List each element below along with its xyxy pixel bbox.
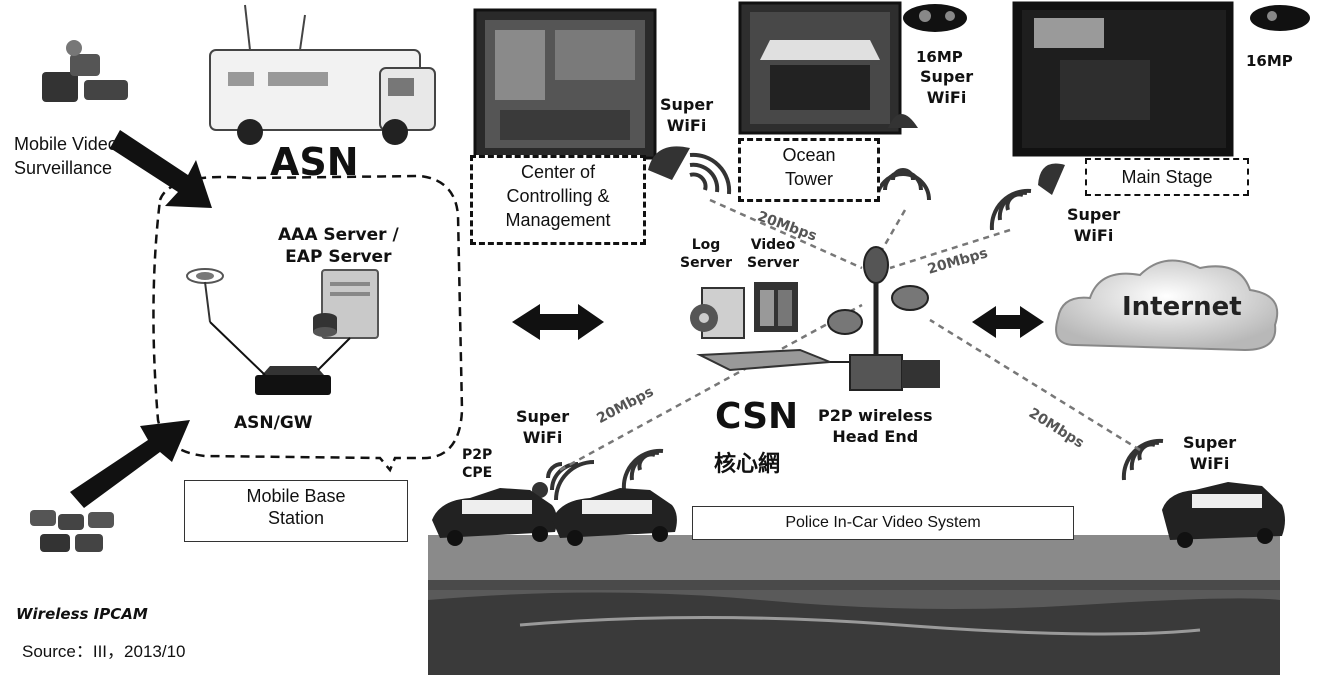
- csn-title-cn: 核心網: [714, 452, 781, 477]
- wifi-dome-icon-6: [621, 448, 664, 491]
- video-server-label: Video Server: [747, 237, 800, 271]
- ipcam-icon: [30, 510, 114, 552]
- aaa-server-icon: [313, 269, 379, 339]
- video-server-icon: [754, 282, 798, 332]
- asn-title: ASN: [270, 140, 359, 184]
- log-server-icon: [690, 287, 745, 339]
- police-car-3: [1162, 482, 1285, 548]
- asn-link-server: [317, 337, 351, 371]
- camera-16mp-icon-2: [1250, 5, 1310, 31]
- control-center-label: Center of Controlling & Management: [470, 155, 646, 245]
- control-center-photo: [473, 8, 657, 160]
- landscape-photo: [428, 535, 1280, 675]
- base-antenna-icon: [186, 268, 224, 323]
- csn-title: CSN: [715, 396, 799, 437]
- wifi-dome-icon-3: [989, 163, 1065, 231]
- police-system-label: Police In-Car Video System: [692, 506, 1074, 540]
- police-car-2: [552, 488, 677, 546]
- double-arrow-right: [972, 306, 1044, 338]
- super-wifi-label-4: Super WiFi: [1183, 433, 1237, 473]
- wifi-dome-icon-1: [648, 146, 732, 195]
- wifi-dome-icon-5: [532, 460, 595, 501]
- main-stage-photo: [1012, 1, 1234, 157]
- camera-16mp-label-2: 16MP: [1246, 52, 1293, 70]
- asn-gw-label: ASN/GW: [234, 413, 313, 433]
- main-stage-label: Main Stage: [1085, 158, 1249, 196]
- super-wifi-label-2: Super WiFi: [920, 67, 974, 107]
- internet-cloud: [1055, 259, 1279, 352]
- head-end-label: P2P wireless Head End: [818, 406, 933, 446]
- wireless-links: [559, 198, 1141, 472]
- asn-boundary: [152, 174, 464, 473]
- camera-16mp-icon-1: [903, 4, 967, 32]
- asn-gw-icon: [255, 366, 331, 395]
- double-arrow-left: [512, 304, 604, 340]
- head-end-icon: [827, 246, 940, 391]
- asn-link-antenna: [209, 321, 266, 376]
- van-photo: [209, 4, 436, 145]
- arrow-to-asn: [110, 130, 212, 208]
- p2p-cpe-label: P2P CPE: [462, 447, 493, 481]
- wifi-dome-icon-4: [1121, 438, 1164, 481]
- ipcam-label: Wireless IPCAM: [16, 605, 148, 623]
- super-wifi-label-3: Super WiFi: [1067, 205, 1121, 245]
- arrow-from-ipcam: [70, 420, 190, 508]
- internet-label: Internet: [1122, 292, 1242, 322]
- camera-16mp-label-1: 16MP: [916, 48, 963, 66]
- ocean-tower-label: Ocean Tower: [738, 138, 880, 202]
- mobile-video-icon: [42, 40, 128, 102]
- mobile-video-label: Mobile Video Surveillance: [14, 134, 118, 178]
- base-station-label: Mobile Base Station: [184, 480, 408, 542]
- super-wifi-label-5: Super WiFi: [516, 407, 570, 447]
- log-server-label: Log Server: [680, 237, 733, 271]
- aaa-server-label: AAA Server / EAP Server: [278, 225, 399, 267]
- police-car-1: [432, 488, 557, 546]
- source-label: Source：III，2013/10: [22, 642, 186, 661]
- switch-icon: [696, 348, 850, 372]
- ocean-tower-photo: [738, 1, 902, 135]
- super-wifi-label-1: Super WiFi: [660, 95, 714, 135]
